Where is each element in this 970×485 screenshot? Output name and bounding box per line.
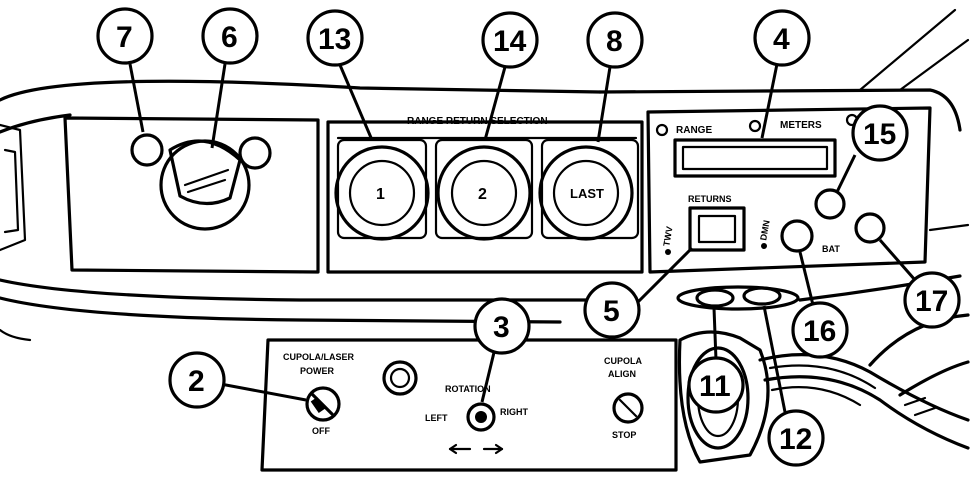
range-button-2[interactable] xyxy=(434,138,534,241)
callout-15-number: 15 xyxy=(863,118,896,151)
cupola-laser-label: CUPOLA/LASER xyxy=(283,352,355,362)
callout-12 xyxy=(767,409,825,467)
callout-12-number: 12 xyxy=(779,423,812,456)
callout-16-number: 16 xyxy=(803,315,836,348)
callout-6 xyxy=(201,7,259,65)
lamp-right-of-selector xyxy=(238,136,272,170)
callout-14 xyxy=(481,11,539,69)
callout-11 xyxy=(687,356,745,414)
cupola-align-switch[interactable] xyxy=(612,392,644,424)
callout-2-number: 2 xyxy=(188,365,205,398)
right-label: RIGHT xyxy=(500,407,529,417)
callout-4-number: 4 xyxy=(773,23,790,56)
left-subpanel xyxy=(63,116,320,274)
rotation-label: ROTATION xyxy=(445,384,491,394)
rotation-arrows xyxy=(448,443,504,455)
cable-harness xyxy=(758,313,970,450)
indicator-lamp-lower xyxy=(382,360,418,396)
lamp-7[interactable] xyxy=(130,133,164,167)
button-16[interactable] xyxy=(780,219,814,253)
align-label: ALIGN xyxy=(608,369,636,379)
rotation-switch[interactable] xyxy=(466,402,496,432)
meters-label: METERS xyxy=(780,120,822,131)
callout-7 xyxy=(96,7,154,65)
callout-15 xyxy=(851,104,909,162)
callout-11-number: 11 xyxy=(699,370,731,403)
callout-8 xyxy=(586,11,644,69)
callout-14-number: 14 xyxy=(493,25,527,58)
leader-lines xyxy=(128,63,917,413)
callout-5-number: 5 xyxy=(603,295,620,328)
callout-17-number: 17 xyxy=(915,285,948,318)
lower-lamp-strip xyxy=(676,285,800,311)
dmn-indicator xyxy=(761,243,767,249)
callout-8-number: 8 xyxy=(606,25,623,58)
range-indicator-lamp xyxy=(655,123,669,137)
rotary-selector-6[interactable] xyxy=(159,139,251,231)
cupola-laser-power-switch[interactable] xyxy=(305,386,341,422)
twv-label: TWV xyxy=(661,226,674,247)
callout-4 xyxy=(753,9,811,67)
range-button-1-label: 1 xyxy=(376,186,385,203)
left-label: LEFT xyxy=(425,413,448,423)
dmn-label: DMN xyxy=(758,219,771,241)
off-label: OFF xyxy=(312,426,330,436)
panel-housing xyxy=(0,8,970,342)
range-return-selection-label: RANGE RETURN SELECTION xyxy=(407,116,548,127)
callout-16 xyxy=(791,301,849,359)
returns-toggle-switch[interactable] xyxy=(688,206,746,252)
callout-2 xyxy=(168,351,226,409)
cupola-control-box xyxy=(260,338,678,472)
bat-button-17[interactable] xyxy=(854,212,886,244)
callout-3-number: 3 xyxy=(493,311,510,344)
callout-5 xyxy=(583,281,641,339)
callout-13 xyxy=(306,9,364,67)
range-display-panel xyxy=(646,106,932,274)
stop-label: STOP xyxy=(612,430,636,440)
range-button-last[interactable] xyxy=(538,138,640,241)
power-label: POWER xyxy=(300,366,335,376)
range-button-1[interactable] xyxy=(334,138,430,241)
meters-indicator-lamp xyxy=(748,119,762,133)
callout-6-number: 6 xyxy=(221,21,238,54)
range-label: RANGE xyxy=(676,125,712,136)
range-button-2-label: 2 xyxy=(478,186,487,203)
bat-label: BAT xyxy=(822,244,840,254)
button-15[interactable] xyxy=(814,188,846,220)
callout-17 xyxy=(903,271,961,329)
cupola-label: CUPOLA xyxy=(604,356,643,366)
lamp-12[interactable] xyxy=(742,286,782,306)
range-button-last-label: LAST xyxy=(570,186,604,201)
callout-13-number: 13 xyxy=(318,23,351,56)
range-readout-window xyxy=(673,138,837,178)
callout-3 xyxy=(473,297,531,355)
lamp-11[interactable] xyxy=(695,288,735,308)
returns-label: RETURNS xyxy=(688,194,732,204)
callout-7-number: 7 xyxy=(116,21,133,54)
twv-indicator xyxy=(665,249,671,255)
